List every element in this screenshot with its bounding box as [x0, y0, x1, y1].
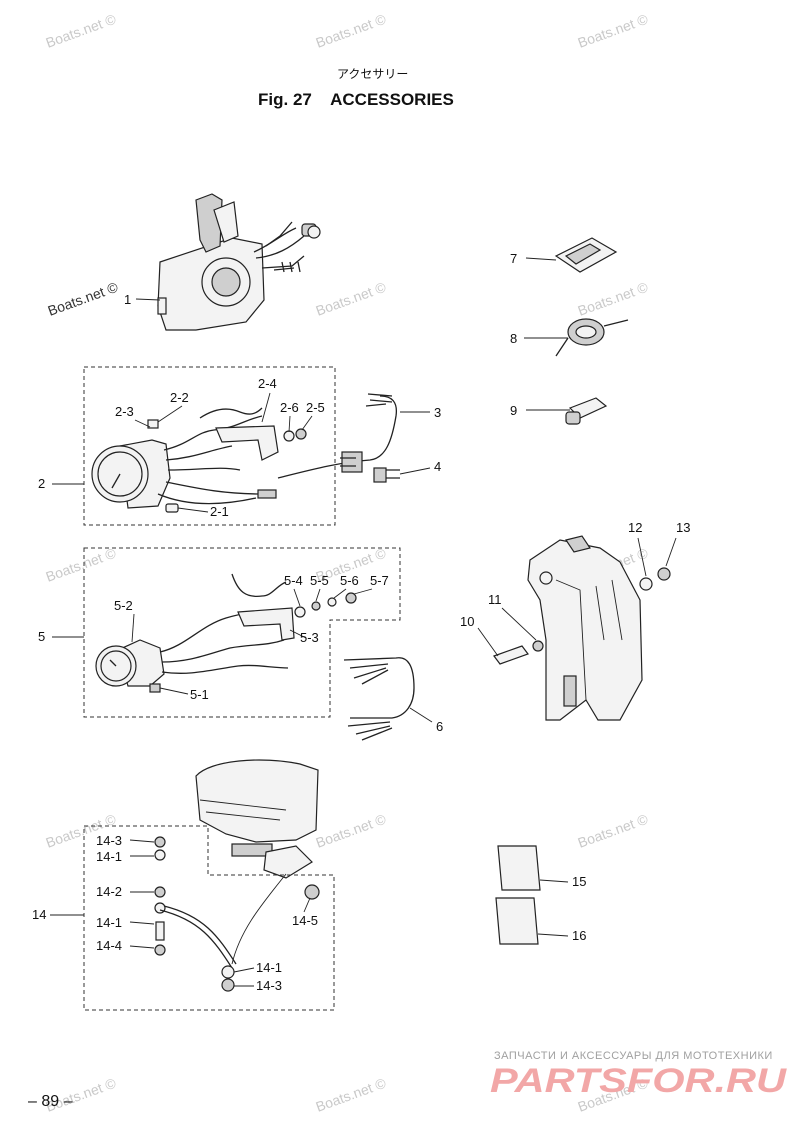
callout-14-5: 14-5: [292, 913, 318, 928]
figure-title: Fig. 27 ACCESSORIES: [258, 90, 454, 109]
callout-5-6: 5-6: [340, 573, 359, 588]
title-japanese: アクセサリー: [337, 67, 408, 81]
callout-5-2: 5-2: [114, 598, 133, 613]
part-gauge-5: [95, 573, 357, 693]
callout-10: 10: [460, 614, 474, 629]
watermark: Boats.net ©: [46, 278, 121, 318]
partsfor-banner-tagline: ЗАПЧАСТИ И АКСЕССУАРЫ ДЛЯ МОТОТЕХНИКИ: [494, 1050, 773, 1062]
leader-lines: [50, 257, 677, 987]
part-gauge-2: [91, 407, 307, 513]
callout-2-5: 2-5: [306, 400, 325, 415]
part-tie-rod-14: [154, 836, 320, 992]
part-9-clip: [565, 397, 608, 425]
part-wire-harness-6: [343, 657, 415, 741]
callout-5-3: 5-3: [300, 630, 319, 645]
watermark: Boats.net ©: [44, 544, 119, 584]
page-number: – 89 –: [28, 1093, 73, 1110]
callout-6: 6: [436, 719, 443, 734]
callout-2-6: 2-6: [280, 400, 299, 415]
callout-14-4: 14-4: [96, 938, 122, 953]
watermark: Boats.net ©: [44, 10, 119, 50]
callout-14: 14: [32, 907, 46, 922]
watermark: Boats.net ©: [314, 278, 389, 318]
partsfor-logo: PARTSFOR.RU: [490, 1062, 788, 1100]
callout-1: 1: [124, 292, 131, 307]
watermark: Boats.net ©: [314, 810, 389, 850]
part-16-decal: [495, 897, 539, 945]
callout-14-1-top: 14-1: [96, 849, 122, 864]
callout-12: 12: [628, 520, 642, 535]
callout-7: 7: [510, 251, 517, 266]
callout-4: 4: [434, 459, 441, 474]
callout-14-1-mid: 14-1: [96, 915, 122, 930]
callout-2-4: 2-4: [258, 376, 277, 391]
callout-11: 11: [488, 592, 502, 607]
callout-14-1-bottom: 14-1: [256, 960, 282, 975]
watermark: Boats.net ©: [314, 1074, 389, 1114]
group-frame-5: [83, 547, 401, 718]
callout-14-3-bottom: 14-3: [256, 978, 282, 993]
callout-2-2: 2-2: [170, 390, 189, 405]
callout-8: 8: [510, 331, 517, 346]
part-7-cover: [554, 237, 618, 273]
callout-14-3-top: 14-3: [96, 833, 122, 848]
callout-15: 15: [572, 874, 586, 889]
part-wire-harness-3: [277, 393, 400, 483]
callout-5-7: 5-7: [370, 573, 389, 588]
watermark: Boats.net ©: [576, 810, 651, 850]
callout-labels: 1 2 2-1 2-2 2-3 2-4 2-5 2-6 3 4 5 5-1 5-…: [32, 251, 690, 993]
callout-5-5: 5-5: [310, 573, 329, 588]
callout-16: 16: [572, 928, 586, 943]
group-frame-2: [83, 366, 336, 526]
part-15-decal: [497, 845, 541, 891]
part-8-cord: [555, 318, 629, 357]
part-clamp-bracket: [493, 535, 671, 721]
callout-9: 9: [510, 403, 517, 418]
callout-2-3: 2-3: [115, 404, 134, 419]
watermark: Boats.net ©: [314, 10, 389, 50]
callout-2: 2: [38, 476, 45, 491]
callout-13: 13: [676, 520, 690, 535]
callout-3: 3: [434, 405, 441, 420]
callout-14-2: 14-2: [96, 884, 122, 899]
watermark: Boats.net ©: [576, 10, 651, 50]
callout-5: 5: [38, 629, 45, 644]
part-engine-cowl: [195, 759, 319, 879]
callout-5-4: 5-4: [284, 573, 303, 588]
callout-5-1: 5-1: [190, 687, 209, 702]
part-remote-control-box: [157, 193, 321, 331]
callout-2-1: 2-1: [210, 504, 229, 519]
watermark: Boats.net ©: [576, 278, 651, 318]
